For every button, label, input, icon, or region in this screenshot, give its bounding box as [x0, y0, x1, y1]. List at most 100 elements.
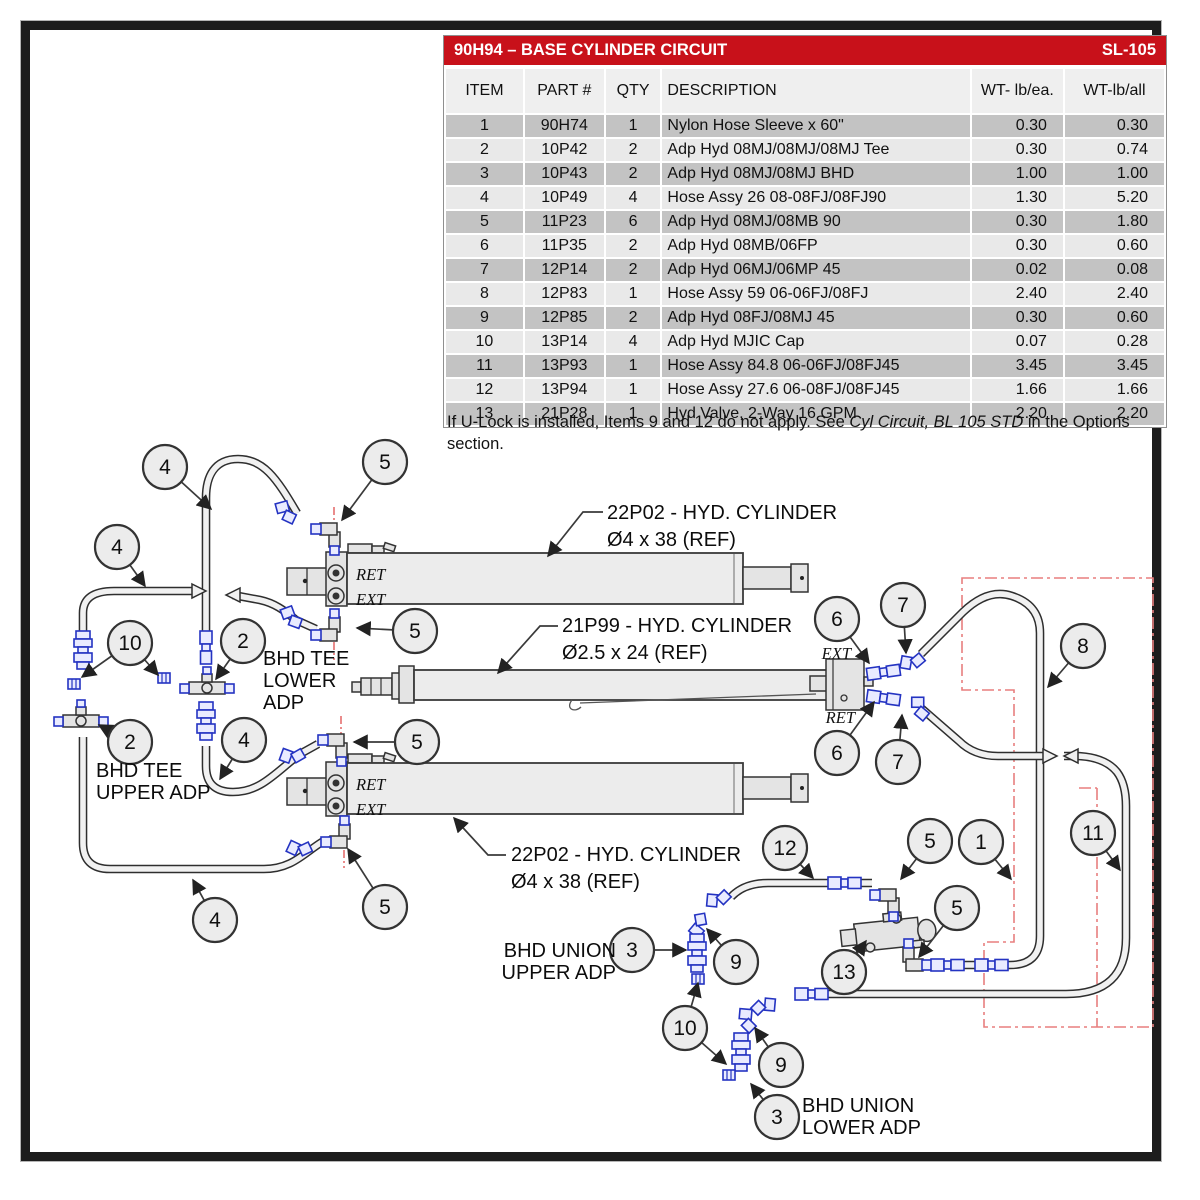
cylinder-bottom — [286, 751, 809, 820]
page-border-frame — [20, 20, 1162, 1162]
straight-fitting — [794, 987, 829, 1001]
balloon-callout: 10 — [661, 1004, 709, 1052]
svg-text:6: 6 — [831, 742, 843, 765]
balloon-callout: 10 — [106, 619, 154, 667]
ext-port-label: EXT — [821, 644, 853, 663]
tee-fitting — [53, 699, 109, 728]
cylinder-top — [286, 541, 809, 610]
balloon-callout: 9 — [712, 938, 760, 986]
balloon-callout: 12 — [761, 824, 809, 872]
svg-text:3: 3 — [626, 939, 638, 962]
svg-text:4: 4 — [111, 536, 123, 559]
svg-text:UPPER ADP: UPPER ADP — [502, 962, 616, 984]
cap-fitting — [157, 672, 171, 684]
balloon-callout: 5 — [391, 607, 439, 655]
svg-text:7: 7 — [897, 594, 909, 617]
elbow-fitting — [310, 522, 341, 556]
straight-fitting — [865, 688, 902, 707]
cap-fitting — [722, 1069, 736, 1081]
balloon-callout: 8 — [1059, 622, 1107, 670]
cap-fitting — [691, 973, 705, 985]
svg-text:4: 4 — [159, 456, 171, 479]
footnote-italic: Cyl Circuit, BL 105 STD — [849, 413, 1024, 431]
cap-fitting — [67, 678, 81, 690]
balloon-callout: 2 — [219, 617, 267, 665]
elbow-fitting — [317, 733, 348, 767]
balloon-callout: 4 — [141, 443, 189, 491]
footnote: If U-Lock is installed, Items 9 and 12 d… — [447, 413, 1130, 453]
col-qty: QTY — [603, 67, 663, 115]
hoses — [83, 459, 1126, 994]
table-header-row: ITEM PART # QTY DESCRIPTION WT- lb/ea. W… — [444, 67, 1167, 115]
callout-balloons: 4 5 4 10 2 5 2 4 5 5 4 6 7 6 7 8 12 5 1 … — [93, 438, 1117, 1141]
svg-text:13: 13 — [832, 961, 855, 984]
balloon-callout: 13 — [820, 948, 868, 996]
balloon-callout: 4 — [191, 896, 239, 944]
diagram-labels: 22P02 - HYD. CYLINDER Ø4 x 38 (REF) 21P9… — [96, 502, 921, 1139]
straight-fitting — [199, 630, 213, 665]
svg-text:5: 5 — [924, 830, 936, 853]
sheet-code: SL-105 — [1101, 41, 1156, 59]
balloon-callout: 6 — [813, 729, 861, 777]
svg-text:5: 5 — [951, 897, 963, 920]
balloon-callout: 1 — [957, 818, 1005, 866]
hose-break — [224, 586, 241, 604]
svg-text:7: 7 — [892, 751, 904, 774]
bhd-union-upper-label: BHD UNION — [504, 940, 616, 962]
bulkhead-union — [196, 701, 216, 741]
balloon-callout: 5 — [361, 883, 409, 931]
svg-text:3: 3 — [771, 1106, 783, 1129]
col-part: PART # — [522, 67, 606, 115]
straight-fitting — [865, 663, 902, 682]
balloon-callout: 6 — [813, 595, 861, 643]
col-wt-ea: WT- lb/ea. — [969, 67, 1065, 115]
hose-break — [191, 582, 208, 600]
svg-text:5: 5 — [409, 620, 421, 643]
ret-port-label: RET — [825, 708, 857, 727]
balloon-callout: 7 — [874, 738, 922, 786]
balloon-callout: 5 — [361, 438, 409, 486]
svg-text:8: 8 — [1077, 635, 1089, 658]
col-description: DESCRIPTION — [660, 67, 972, 115]
svg-text:5: 5 — [379, 451, 391, 474]
straight-fitting — [930, 958, 965, 972]
straight-fitting — [827, 876, 862, 890]
45-fitting — [700, 882, 732, 915]
svg-text:5: 5 — [379, 896, 391, 919]
bulkhead-union — [731, 1032, 751, 1072]
col-item: ITEM — [444, 67, 525, 115]
balloon-callout: 5 — [933, 884, 981, 932]
balloon-callout: 5 — [393, 718, 441, 766]
elbow-fitting — [320, 815, 351, 849]
svg-text:6: 6 — [831, 608, 843, 631]
svg-text:10: 10 — [673, 1017, 696, 1040]
45-fitting — [750, 990, 782, 1023]
svg-text:LOWER: LOWER — [263, 670, 336, 692]
balloon-callout: 5 — [906, 817, 954, 865]
col-wt-all: WT-lb/all — [1062, 67, 1167, 115]
bulkhead-union — [687, 933, 707, 973]
svg-text:LOWER ADP: LOWER ADP — [802, 1117, 921, 1139]
straight-fitting — [974, 958, 1009, 972]
svg-text:9: 9 — [730, 951, 742, 974]
balloon-callout: 4 — [220, 716, 268, 764]
svg-text:9: 9 — [775, 1054, 787, 1077]
cylinder-mid-size: Ø2.5 x 24 (REF) — [562, 642, 708, 664]
bulkhead-union — [73, 630, 93, 670]
svg-text:12: 12 — [773, 837, 796, 860]
svg-text:1: 1 — [975, 831, 987, 854]
cylinder-middle: EXT RET — [351, 644, 874, 727]
table-title-bar: 90H94 – BASE CYLINDER CIRCUIT SL-105 — [444, 36, 1166, 67]
